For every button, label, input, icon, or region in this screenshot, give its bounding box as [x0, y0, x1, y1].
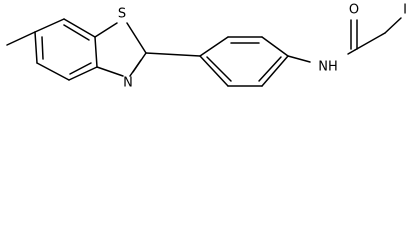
- benzo-bond: [94, 36, 98, 68]
- benzo-double-bond: [63, 24, 90, 41]
- benzo-double-bond: [69, 62, 92, 75]
- iodine-label: I: [403, 3, 407, 18]
- phenylene-bond: [199, 55, 229, 87]
- benzo-bond: [34, 31, 38, 64]
- amide-nh-label: NH: [318, 60, 338, 75]
- carbonyl-methylene-bond: [354, 32, 386, 51]
- aryl-nitrogen-bond: [287, 55, 311, 63]
- thiazole-bond: [126, 22, 147, 54]
- benzo-double-bond: [41, 36, 44, 60]
- phenylene-double-bond: [206, 56, 232, 82]
- biaryl-bond: [145, 52, 201, 57]
- phenylene-bond: [261, 55, 289, 87]
- iodoacetamide-chain: [287, 17, 402, 63]
- benzo-bond: [63, 18, 96, 38]
- thiazole-double-bond: [129, 59, 142, 77]
- methyl-bond: [6, 31, 36, 46]
- thiazole-bond: [94, 22, 118, 38]
- methylene-iodine-bond: [384, 17, 402, 34]
- oxygen-label: O: [349, 3, 359, 18]
- benzo-bond: [68, 66, 98, 81]
- phenylene-bond: [261, 36, 289, 57]
- nitrogen-label: N: [123, 76, 133, 91]
- phenylene-double-bond: [258, 56, 282, 82]
- thiazole-bond: [96, 66, 124, 77]
- phenylene-bond: [199, 36, 229, 57]
- benzo-ring: [34, 18, 98, 81]
- phenylene-ring: [145, 36, 289, 87]
- nitrogen-carbonyl-bond: [347, 49, 356, 55]
- benzo-bond: [36, 62, 70, 81]
- sulfur-label: S: [118, 7, 126, 22]
- benzo-bond: [34, 18, 65, 33]
- chemical-structure-diagram: S N NH O I: [6, 3, 407, 91]
- thiazole-ring: [94, 22, 147, 77]
